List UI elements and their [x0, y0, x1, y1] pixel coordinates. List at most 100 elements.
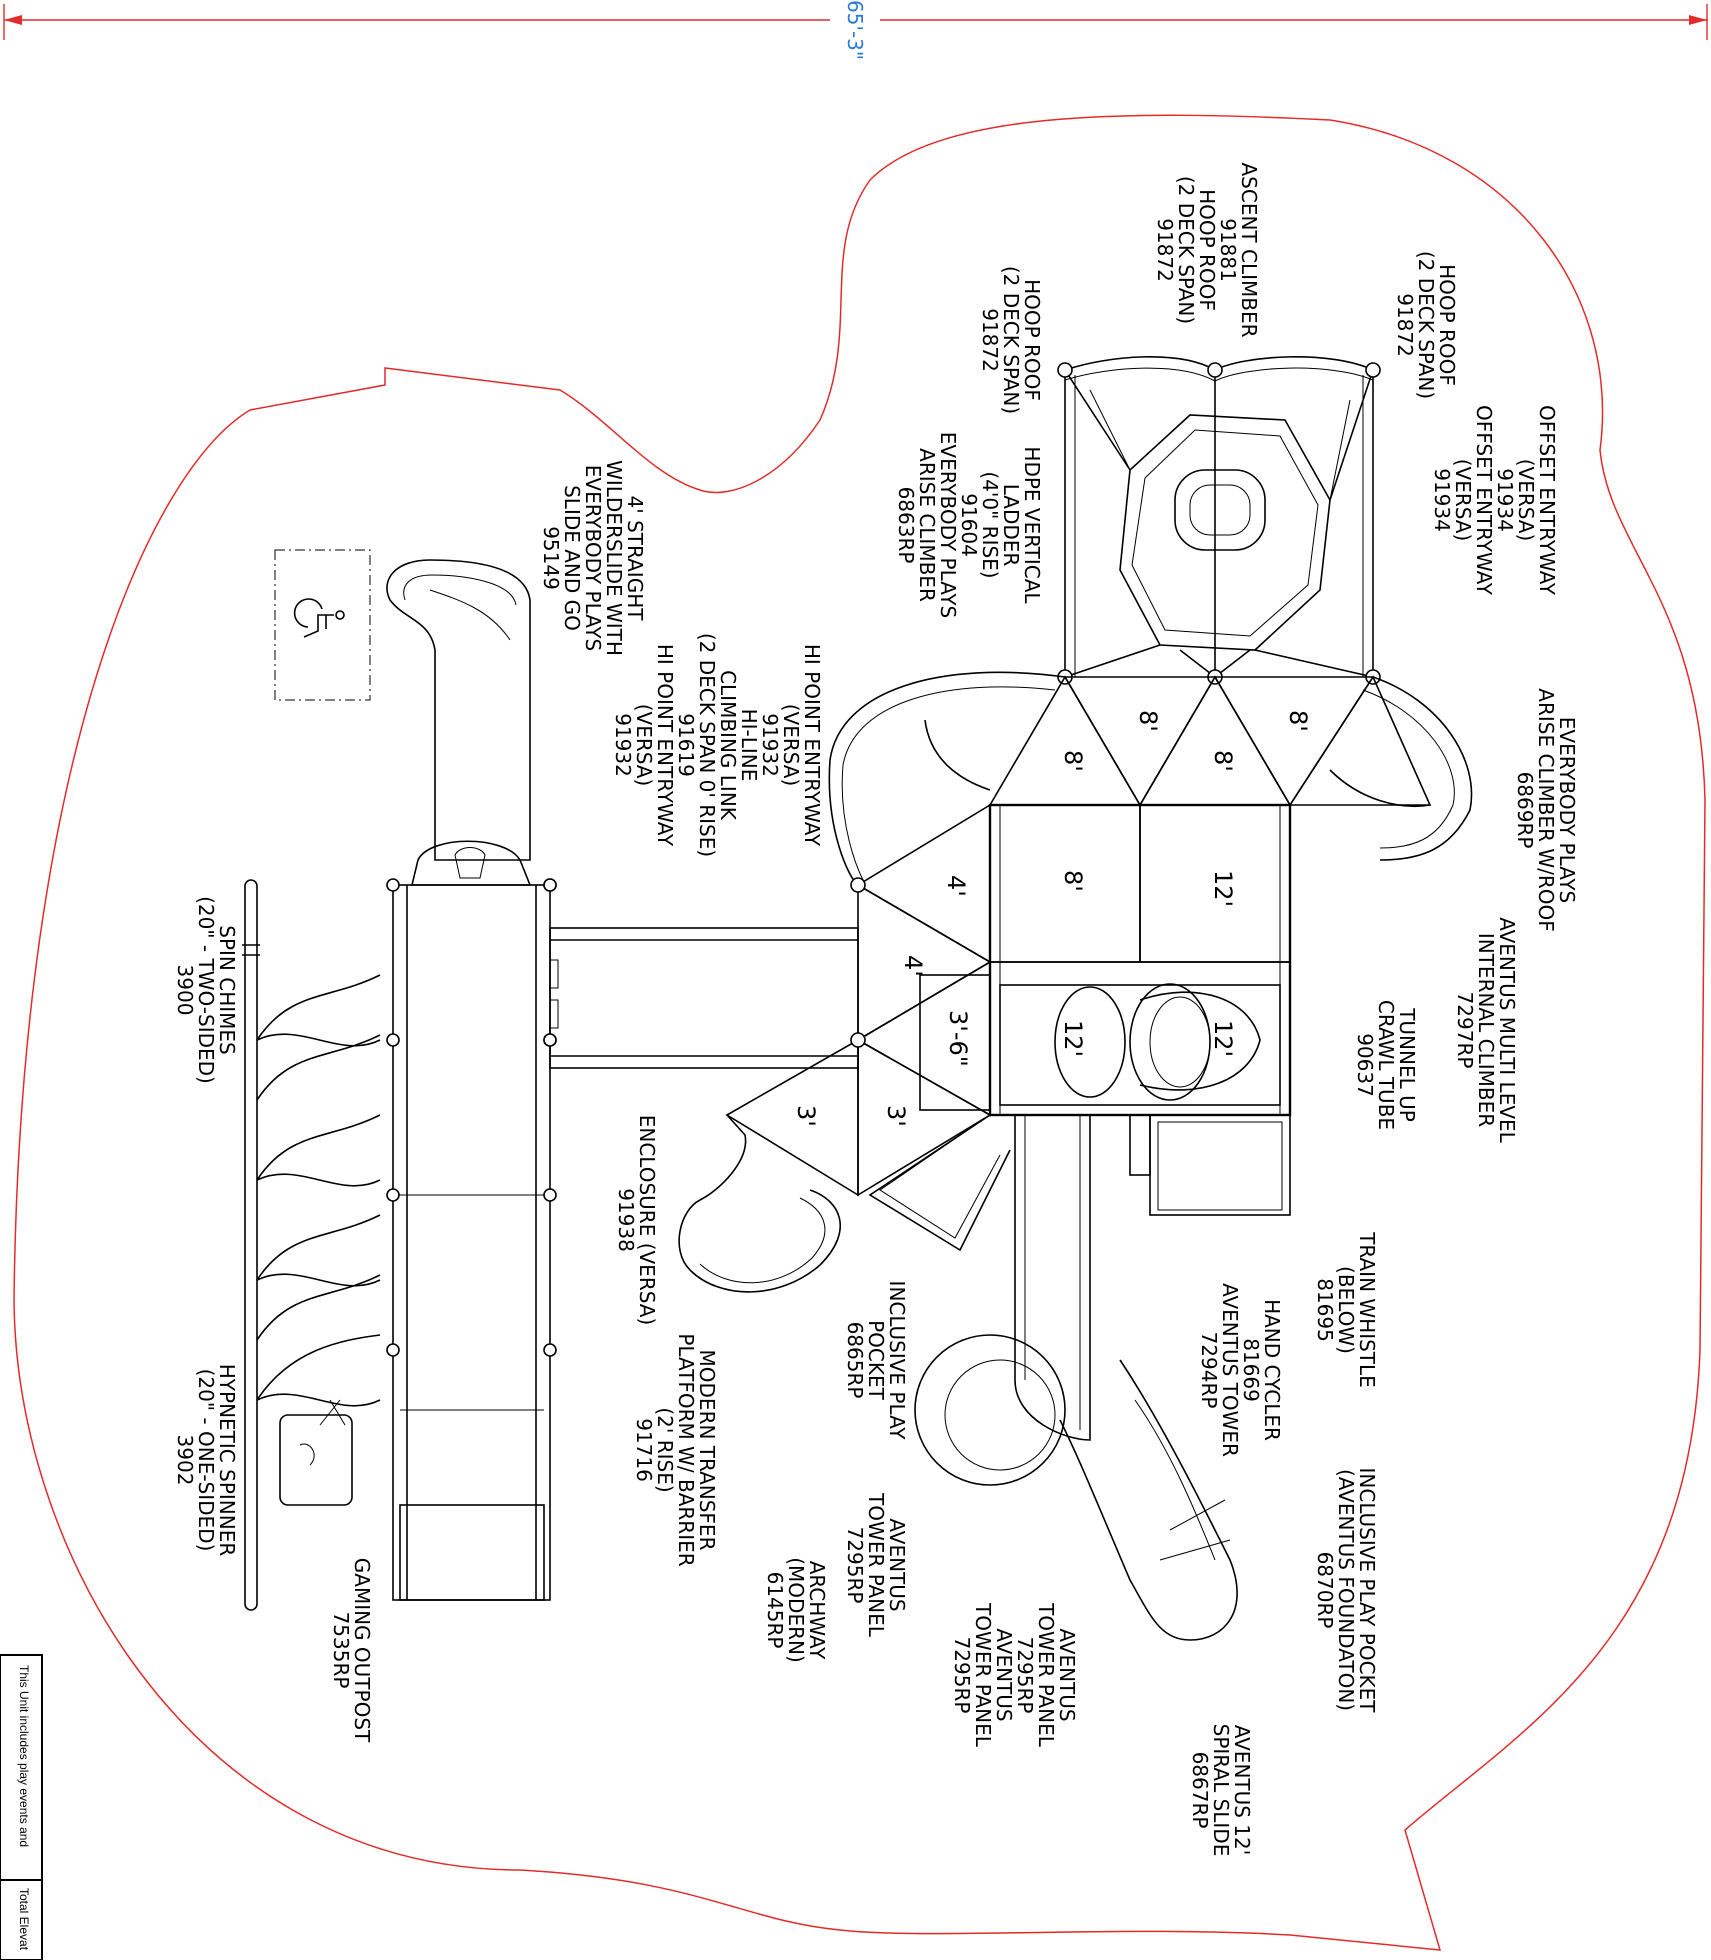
- component-labels: HOOP ROOF(2 DECK SPAN)91872 ASCENT CLIMB…: [173, 162, 1579, 1856]
- label-line: ASCENT CLIMBER: [1237, 162, 1261, 337]
- label-line: HOOP ROOF: [1195, 189, 1219, 311]
- label-line: 81669: [1239, 1338, 1263, 1402]
- label-line: (2 DECK SPAN 0' RISE): [695, 633, 719, 857]
- label-line: TOWER PANEL: [971, 1602, 995, 1748]
- label-line: INCLUSIVE PLAY: [885, 1281, 909, 1441]
- label-line: 7295RP: [950, 1637, 974, 1714]
- label-line: (4'0" RISE): [978, 471, 1002, 578]
- label-enclosure: ENCLOSURE (VERSA)91938: [614, 1115, 659, 1326]
- label-tower-panel-a: AVENTUSTOWER PANEL7295RP: [843, 1492, 909, 1638]
- deck-label: 8': [1059, 750, 1087, 772]
- label-line: POCKET: [864, 1320, 888, 1401]
- hi-line-climbing-link: [543, 877, 866, 1069]
- label-line: HDPE VERTICAL: [1020, 446, 1044, 604]
- label-line: INTERNAL CLIMBER: [1474, 933, 1498, 1127]
- activity-panel-bar: [242, 879, 381, 1611]
- label-line: SLIDE AND GO: [560, 485, 584, 631]
- label-line: MODERN TRANSFER: [695, 1350, 719, 1551]
- label-line: TOWER PANEL: [864, 1492, 888, 1638]
- label-line: (2' RISE): [653, 1407, 677, 1492]
- label-line: 3900: [173, 965, 197, 1016]
- deck-label: 3': [882, 1105, 910, 1127]
- label-line: TRAIN WHISTLE: [1355, 1231, 1379, 1388]
- label-line: PLATFORM W/ BARRIER: [674, 1333, 698, 1566]
- label-line: ARCHWAY: [805, 1561, 829, 1660]
- label-line: 91932: [611, 713, 635, 777]
- label-line: (VERSA): [1451, 459, 1475, 542]
- label-line: 3902: [173, 1435, 197, 1486]
- label-line: 6145RP: [763, 1572, 787, 1649]
- label-line: INCLUSIVE PLAY POCKET: [1355, 1468, 1379, 1714]
- label-line: (VERSA): [1514, 459, 1538, 542]
- label-line: (20" - TWO-SIDED): [194, 896, 218, 1084]
- square-decks: [919, 803, 1292, 1117]
- hoop-roof-tower: [1057, 356, 1381, 685]
- label-line: AVENTUS: [885, 1518, 909, 1611]
- label-line: HI-LINE: [737, 709, 761, 782]
- label-line: 91872: [1393, 293, 1417, 357]
- deck-height-labels: 8' 8' 8' 8' 8' 12' 4' 4' 12' 12' 3'-6" 3…: [792, 710, 1312, 1127]
- label-gaming-outpost: GAMING OUTPOST7535RP: [329, 1558, 374, 1743]
- label-line: 91932: [758, 713, 782, 777]
- deck-label: 12': [1209, 870, 1237, 907]
- label-line: SPIN CHIMES: [215, 925, 239, 1054]
- label-line: CLIMBING LINK: [716, 670, 740, 821]
- label-line: 95149: [539, 526, 563, 590]
- label-line: AVENTUS: [992, 1628, 1016, 1721]
- label-hand-cycler: HAND CYCLER81669AVENTUS TOWER7294RP: [1197, 1283, 1284, 1457]
- label-line: 91934: [1430, 468, 1454, 532]
- label-line: 7535RP: [329, 1612, 353, 1689]
- label-line: TOWER PANEL: [1034, 1602, 1058, 1748]
- tunnel-crawl-tube: [999, 983, 1281, 1106]
- title-block-elevation: Total Elevat: [17, 1888, 31, 1951]
- label-line: LADDER: [999, 484, 1023, 567]
- label-wilderslide: 4' STRAIGHTWILDERSLIDE WITHEVERYBODY PLA…: [539, 460, 647, 656]
- label-line: (BELOW): [1334, 1266, 1358, 1354]
- label-line: TUNNEL UP: [1395, 1007, 1419, 1122]
- label-spiral-slide: AVENTUS 12'SPIRAL SLIDE6867RP: [1188, 1724, 1254, 1857]
- label-transfer-platform: MODERN TRANSFERPLATFORM W/ BARRIER(2' RI…: [632, 1333, 719, 1566]
- label-line: 91872: [978, 308, 1002, 372]
- label-line: 7294RP: [1197, 1332, 1221, 1409]
- label-line: (2 DECK SPAN): [999, 266, 1023, 414]
- label-line: 6865RP: [843, 1322, 867, 1399]
- label-line: GAMING OUTPOST: [350, 1558, 374, 1743]
- label-ascent-climber: ASCENT CLIMBER91881HOOP ROOF(2 DECK SPAN…: [1153, 162, 1261, 337]
- label-line: AVENTUS TOWER: [1218, 1283, 1242, 1457]
- label-inclusive-play-pocket-a: INCLUSIVE PLAY POCKET(AVENTUS FOUNDATON)…: [1313, 1468, 1379, 1714]
- label-line: 7295RP: [843, 1527, 867, 1604]
- label-line: 6869RP: [1513, 772, 1537, 849]
- label-offset-entryway: OFFSET ENTRYWAY(VERSA)91934OFFSET ENTRYW…: [1430, 405, 1559, 596]
- label-hdpe-ladder: HDPE VERTICALLADDER(4'0" RISE)91604EVERY…: [894, 432, 1044, 618]
- label-hoop-roof-a: HOOP ROOF(2 DECK SPAN)91872: [1393, 251, 1459, 399]
- label-line: 91604: [957, 493, 981, 557]
- wilderslide: [386, 559, 532, 886]
- gaming-outpost-deck: [386, 878, 557, 1601]
- deck-label: 12': [1209, 1020, 1237, 1057]
- label-arise-climber-roof: EVERYBODY PLAYSARISE CLIMBER W/ROOF6869R…: [1513, 688, 1579, 931]
- label-line: 90637: [1353, 1033, 1377, 1097]
- deck-label: 8': [1209, 750, 1237, 772]
- label-line: (2 DECK SPAN): [1174, 176, 1198, 324]
- label-line: 4' STRAIGHT: [623, 496, 647, 622]
- label-line: 91934: [1493, 468, 1517, 532]
- deck-label: 3': [792, 1105, 820, 1127]
- dimension-label: 65'-3": [843, 0, 867, 60]
- label-line: AVENTUS: [1055, 1628, 1079, 1721]
- title-block-note: This Unit includes play events and: [17, 1665, 31, 1847]
- title-block: This Unit includes play events and Total…: [0, 1654, 43, 1960]
- label-line: HI POINT ENTRYWAY: [800, 644, 824, 847]
- label-line: HOOP ROOF: [1020, 279, 1044, 401]
- label-line: EVERYBODY PLAYS: [1555, 717, 1579, 903]
- label-line: 91716: [632, 1418, 656, 1482]
- label-line: ARISE CLIMBER: [915, 448, 939, 602]
- label-train-whistle: TRAIN WHISTLE(BELOW)81695: [1313, 1231, 1379, 1388]
- label-line: 91938: [614, 1188, 638, 1252]
- label-hypnetic-spinner: HYPNETIC SPINNER(20" - ONE-SIDED)3902: [173, 1364, 239, 1557]
- arise-climbers: [828, 671, 1473, 886]
- label-line: (20" - ONE-SIDED): [194, 1369, 218, 1552]
- label-line: 81695: [1313, 1278, 1337, 1342]
- label-line: 91881: [1216, 218, 1240, 282]
- label-tunnel-tube: TUNNEL UPCRAWL TUBE90637: [1353, 1000, 1419, 1130]
